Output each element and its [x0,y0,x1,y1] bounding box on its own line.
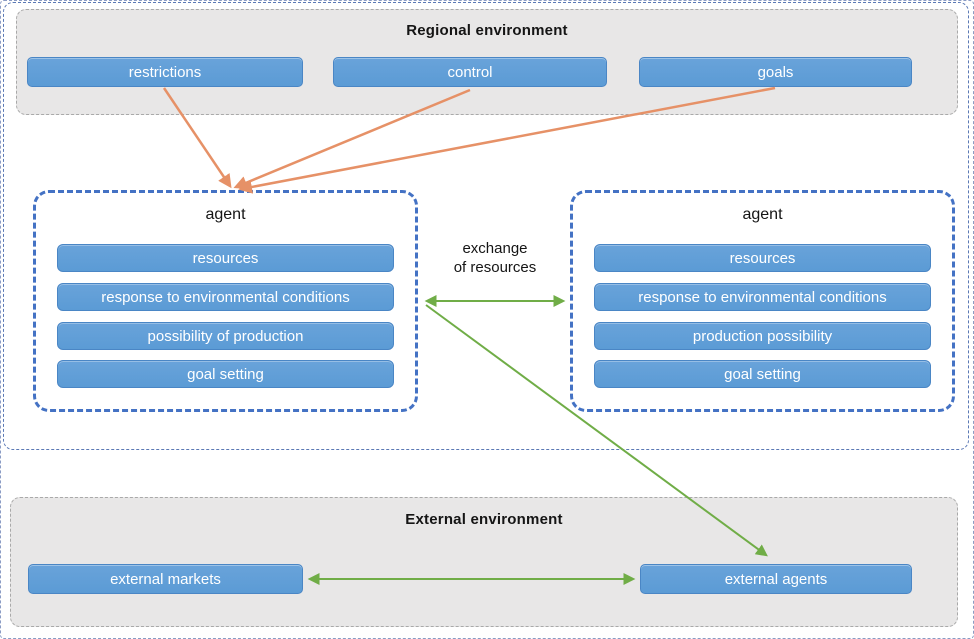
agent-right-bar-production: production possibility [594,322,931,350]
agent-box-left: agent resources response to environmenta… [33,190,418,412]
agent-left-bar-response: response to environmental conditions [57,283,394,311]
node-goals-label: goals [757,63,794,81]
agent-left-bar-goal-setting: goal setting [57,360,394,388]
node-restrictions-label: restrictions [128,63,202,81]
node-control: control [333,57,607,87]
node-external-agents: external agents [640,564,912,594]
agent-right-bar-response: response to environmental conditions [594,283,931,311]
agent-right-title: agent [742,206,783,223]
node-external-markets-label: external markets [110,570,221,588]
node-goals: goals [639,57,912,87]
node-external-markets: external markets [28,564,303,594]
regional-environment-title: Regional environment [406,22,568,39]
agent-right-bar-goal-setting: goal setting [594,360,931,388]
agent-left-bar-resources: resources [57,244,394,272]
exchange-label-line1: exchange [462,240,528,257]
node-restrictions: restrictions [27,57,303,87]
exchange-label-line2: of resources [453,258,537,276]
agent-left-bar-production: possibility of production [57,322,394,350]
external-environment-box: External environment [10,497,958,627]
node-external-agents-label: external agents [724,570,828,588]
exchange-of-resources-label: exchange of resources [420,240,570,278]
node-control-label: control [447,63,493,81]
external-environment-title: External environment [405,511,563,528]
agent-right-bar-resources: resources [594,244,931,272]
agent-box-right: agent resources response to environmenta… [570,190,955,412]
agent-left-title: agent [205,206,246,223]
